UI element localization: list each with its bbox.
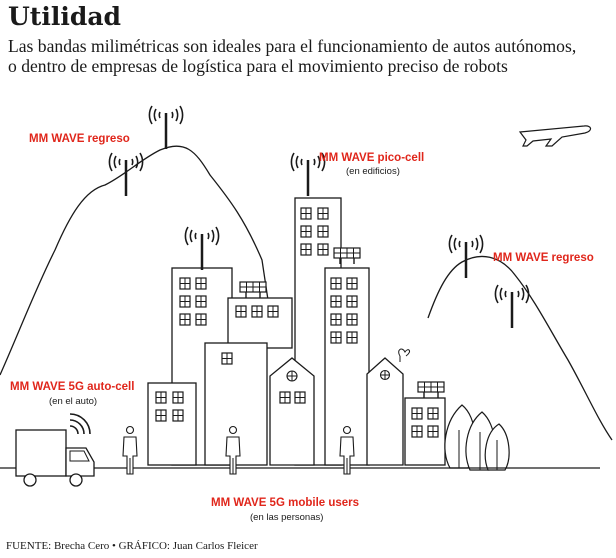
label-autocell-sub: (en el auto) (49, 396, 97, 407)
label-mobile-users-sub: (en las personas) (250, 512, 323, 523)
person-icon (122, 425, 138, 475)
building-house-center (269, 357, 315, 466)
truck-icon (15, 413, 95, 487)
source-credit: FUENTE: Brecha Cero • GRÁFICO: Juan Carl… (6, 540, 258, 552)
building-low-left (147, 382, 197, 466)
subtitle-line-1: Las bandas milimétricas son ideales para… (8, 36, 577, 56)
label-mobile-users: MM WAVE 5G mobile users (211, 497, 359, 509)
label-picocell-sub: (en edificios) (346, 166, 400, 177)
solar-panel-icon (417, 381, 445, 399)
subtitle-line-2: o dentro de empresas de logística para e… (8, 56, 508, 76)
building-small-right (404, 397, 446, 466)
label-regreso-left: MM WAVE regreso (29, 133, 130, 145)
label-regreso-right: MM WAVE regreso (493, 252, 594, 264)
page-subtitle: Las bandas milimétricas son ideales para… (8, 36, 614, 76)
label-picocell: MM WAVE pico-cell (319, 152, 424, 164)
mountain-right (427, 255, 613, 441)
building-mid-left (227, 297, 293, 349)
tree-icon (484, 423, 510, 471)
label-autocell: MM WAVE 5G auto-cell (10, 381, 134, 393)
airplane-icon (518, 125, 592, 147)
page-title: Utilidad (8, 2, 122, 31)
building-house-right (366, 348, 411, 466)
antenna-icon (148, 104, 184, 151)
building-right-tower (324, 267, 370, 466)
